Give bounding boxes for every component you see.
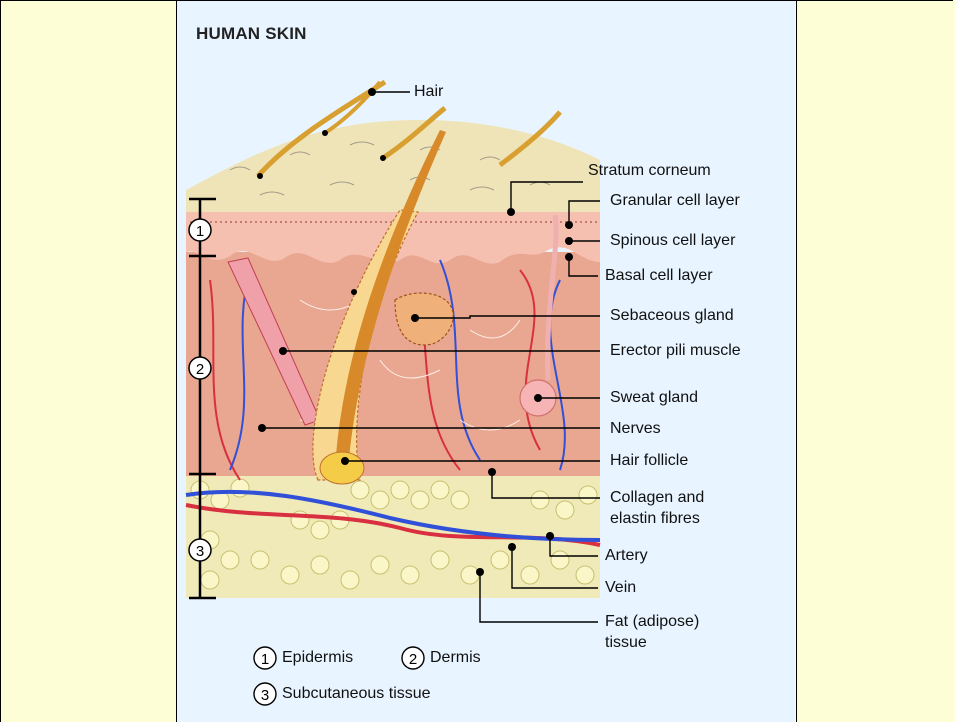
label-fat-line2: tissue [605,634,647,652]
label-granular-cell-layer: Granular cell layer [610,192,740,210]
label-spinous-cell-layer: Spinous cell layer [610,232,735,250]
legend-num-dermis: 2 [409,651,417,668]
legend-num-epidermis: 1 [261,651,269,668]
layer-marker-1: 1 [196,223,204,240]
label-vein: Vein [605,579,636,597]
label-stratum-corneum: Stratum corneum [588,162,711,180]
label-sebaceous-gland: Sebaceous gland [610,307,734,325]
label-artery: Artery [605,547,648,565]
layer-marker-2: 2 [196,361,204,378]
label-collagen-line2: elastin fibres [610,510,700,528]
label-erector-pili-muscle: Erector pili muscle [610,342,741,360]
legend-epidermis: Epidermis [282,649,353,667]
label-hair-follicle: Hair follicle [610,452,688,470]
label-nerves: Nerves [610,420,661,438]
skin-cross-section [186,82,600,598]
hair-bulb [320,452,364,484]
label-collagen-line1: Collagen and [610,489,704,507]
layer-marker-3: 3 [196,543,204,560]
label-basal-cell-layer: Basal cell layer [605,267,713,285]
label-hair: Hair [414,83,443,101]
label-sweat-gland: Sweat gland [610,389,698,407]
legend-dermis: Dermis [430,649,481,667]
legend-num-subcutaneous: 3 [261,687,269,704]
label-fat-line1: Fat (adipose) [605,613,699,631]
legend-subcutaneous: Subcutaneous tissue [282,685,431,703]
